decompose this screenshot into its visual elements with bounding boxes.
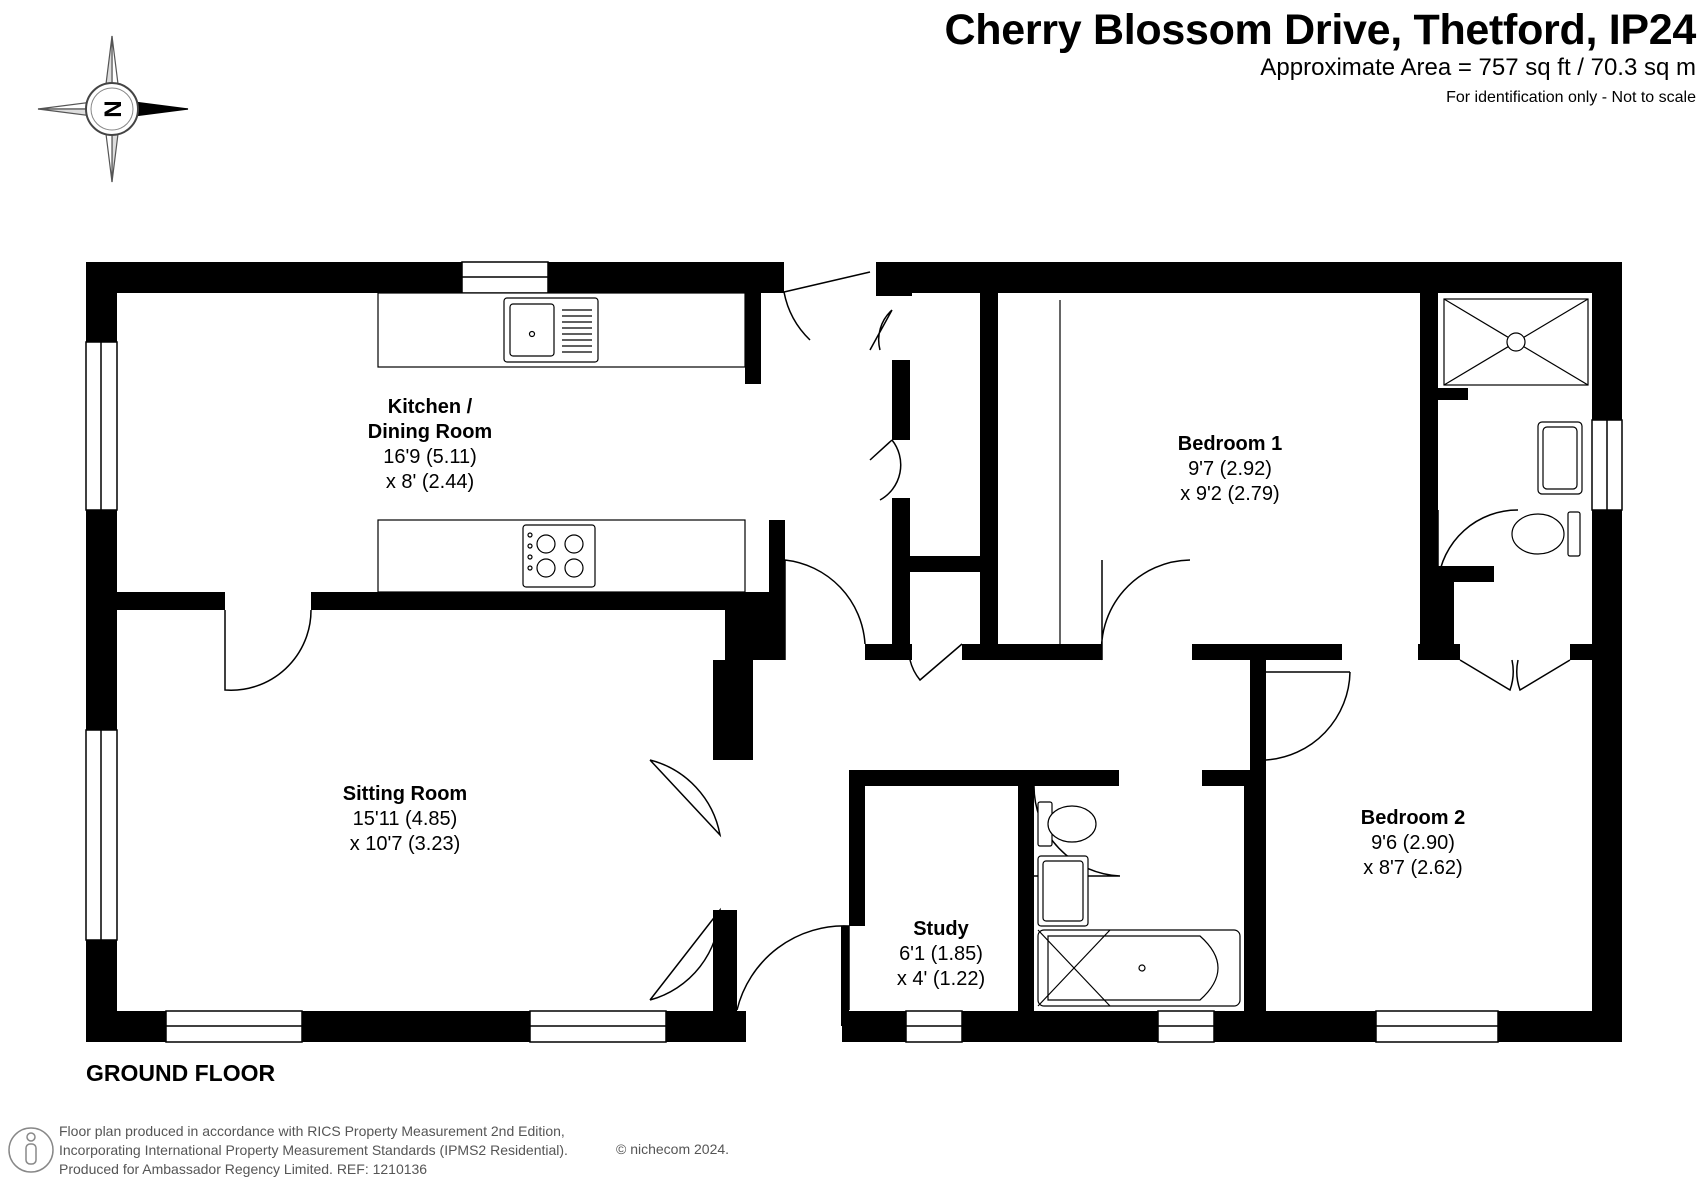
room-dimension-1: 6'1 (1.85)	[899, 943, 983, 965]
room-dimension-2: x 4' (1.22)	[896, 968, 986, 990]
room-name-line2: Dining Room	[367, 421, 493, 443]
room-dimension-2: x 9'2 (2.79)	[1180, 483, 1280, 505]
compass-icon: N	[37, 35, 189, 183]
compass-north-letter: N	[99, 100, 126, 117]
room-study: Study 6'1 (1.85) x 4' (1.22)	[897, 917, 985, 992]
room-dimension-1: 15'11 (4.85)	[352, 808, 458, 830]
footer-line-1: Floor plan produced in accordance with R…	[59, 1123, 565, 1139]
fittings	[377, 292, 1589, 1007]
accessibility-person-icon	[8, 1127, 54, 1173]
room-dimension-1: 9'6 (2.90)	[1371, 832, 1455, 854]
floor-label: GROUND FLOOR	[86, 1060, 276, 1086]
room-bedroom-1: Bedroom 1 9'7 (2.92) x 9'2 (2.79)	[1178, 432, 1282, 507]
room-name: Sitting Room	[342, 783, 468, 805]
walls	[86, 262, 1622, 1042]
room-name: Study	[913, 918, 969, 940]
room-name: Bedroom 1	[1177, 433, 1283, 455]
room-dimension-2: x 8'7 (2.62)	[1363, 857, 1463, 879]
page-title: Cherry Blossom Drive, Thetford, IP24	[944, 6, 1697, 54]
room-kitchen-dining: Kitchen / Dining Room 16'9 (5.11) x 8' (…	[368, 395, 492, 495]
door-swings	[224, 271, 1571, 1011]
room-bedroom-2: Bedroom 2 9'6 (2.90) x 8'7 (2.62)	[1361, 806, 1465, 881]
room-dimension-2: x 8' (2.44)	[385, 471, 475, 493]
windows	[85, 261, 1623, 1043]
room-sitting-room: Sitting Room 15'11 (4.85) x 10'7 (3.23)	[343, 782, 467, 857]
approximate-area: Approximate Area = 757 sq ft / 70.3 sq m	[1260, 54, 1696, 81]
footer-text: Floor plan produced in accordance with R…	[59, 1122, 568, 1179]
room-name: Bedroom 2	[1360, 807, 1466, 829]
room-dimension-2: x 10'7 (3.23)	[349, 833, 461, 855]
scale-note: For identification only - Not to scale	[1446, 89, 1696, 106]
copyright-text: © nichecom 2024.	[616, 1141, 730, 1157]
footer-line-2: Incorporating International Property Mea…	[59, 1142, 568, 1158]
footer-line-3: Produced for Ambassador Regency Limited.…	[59, 1161, 428, 1177]
room-name-line1: Kitchen /	[387, 396, 473, 418]
room-dimension-1: 9'7 (2.92)	[1188, 458, 1272, 480]
room-dimension-1: 16'9 (5.11)	[383, 446, 477, 468]
